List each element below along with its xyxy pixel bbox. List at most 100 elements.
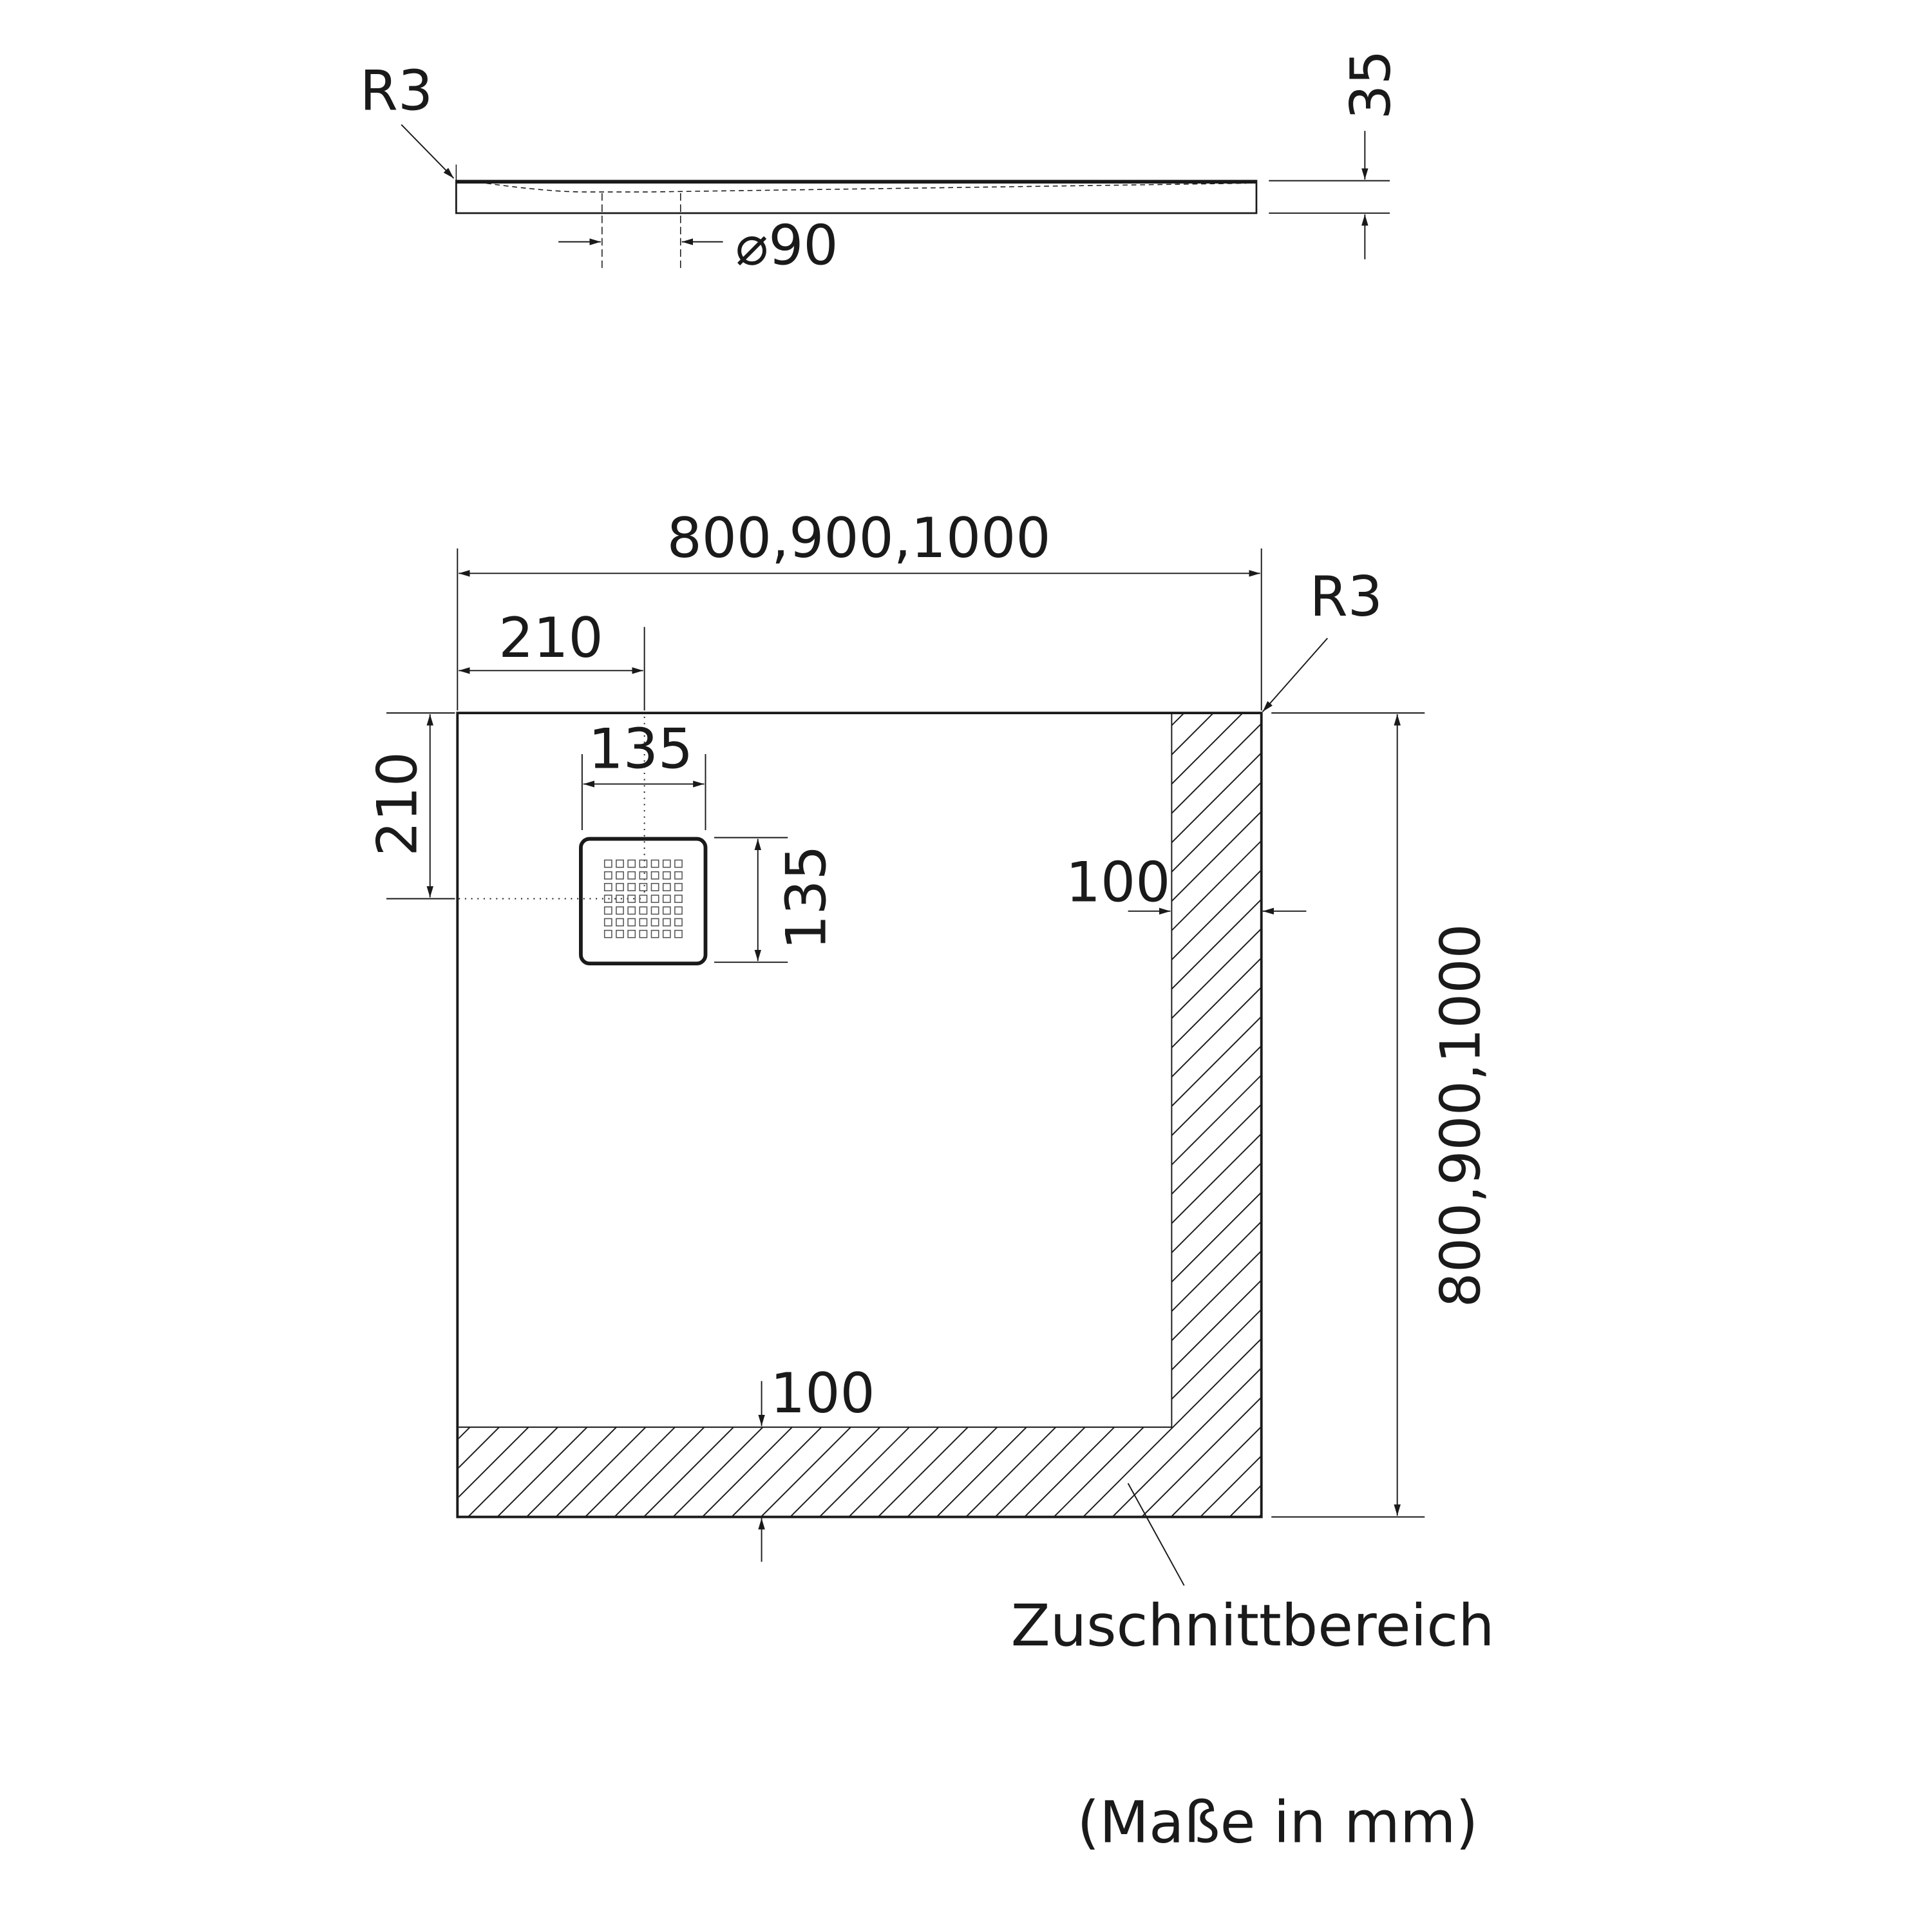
hatch-line bbox=[1067, 713, 1262, 1517]
drain-slot bbox=[650, 859, 659, 868]
drain-slot bbox=[662, 883, 671, 891]
hatch-line bbox=[459, 713, 1262, 1517]
drain-height-label: 135 bbox=[775, 845, 838, 950]
drain-slot bbox=[674, 871, 683, 880]
hatch-line bbox=[1037, 713, 1262, 1517]
hatch-line bbox=[0, 0, 403, 1620]
hatch-line bbox=[459, 713, 551, 1517]
hatch-line bbox=[459, 713, 1262, 1517]
drain-slot bbox=[616, 883, 624, 891]
depth-label: 800,900,1000 bbox=[1429, 923, 1493, 1307]
drain-slot bbox=[603, 871, 612, 880]
drain-slot bbox=[674, 895, 683, 904]
hatch-line bbox=[459, 713, 1262, 1517]
drain-slot bbox=[674, 929, 683, 938]
hatch-line bbox=[459, 713, 1262, 1517]
drain-slot bbox=[662, 871, 671, 880]
cut-bottom-label: 100 bbox=[770, 1362, 875, 1426]
hatch-line bbox=[459, 713, 1262, 1517]
hatch-line bbox=[459, 713, 1195, 1517]
drain-slot bbox=[674, 859, 683, 868]
hatch-line bbox=[459, 713, 1262, 1517]
drain-slot bbox=[639, 871, 648, 880]
drain-slot bbox=[674, 906, 683, 915]
drain-slot bbox=[603, 918, 612, 927]
hatch-line bbox=[459, 713, 1107, 1517]
drain-slot bbox=[616, 859, 624, 868]
drain-slot bbox=[662, 918, 671, 927]
hatch-line bbox=[744, 713, 1262, 1517]
hatch-line bbox=[459, 713, 1253, 1517]
drain-slot bbox=[650, 906, 659, 915]
drain-offset-x-label: 210 bbox=[498, 607, 603, 670]
drain-slot bbox=[674, 883, 683, 891]
hatch-line bbox=[459, 713, 726, 1517]
hatch-line bbox=[1213, 713, 1262, 1517]
hatch-line bbox=[459, 713, 1262, 1517]
hatch-line bbox=[459, 713, 1262, 1517]
drain-diameter-label: ⌀90 bbox=[735, 214, 838, 278]
drain-slot bbox=[616, 929, 624, 938]
drain-slot bbox=[639, 883, 648, 891]
hatch-line bbox=[715, 713, 1262, 1517]
hatch-line bbox=[459, 713, 1262, 1517]
hatch-line bbox=[459, 713, 521, 1517]
hatch-line bbox=[459, 713, 1262, 1517]
hatch-line bbox=[459, 713, 1262, 1517]
cut-area-leader bbox=[1127, 1482, 1185, 1586]
hatch-line bbox=[459, 713, 1048, 1517]
drain-slot bbox=[674, 918, 683, 927]
drain-slot bbox=[650, 929, 659, 938]
drain-slot bbox=[627, 859, 636, 868]
hatch-line bbox=[950, 713, 1262, 1517]
hatch-line bbox=[891, 713, 1262, 1517]
hatch-line bbox=[459, 713, 1262, 1517]
hatch-line bbox=[459, 713, 1262, 1517]
width-label: 800,900,1000 bbox=[667, 507, 1051, 571]
drain-slot bbox=[616, 895, 624, 904]
side-view bbox=[401, 124, 1390, 269]
hatch-line bbox=[803, 713, 1262, 1517]
hatch-line bbox=[459, 713, 638, 1517]
top-radius-label: R3 bbox=[1310, 565, 1383, 629]
drain-slot bbox=[603, 883, 612, 891]
side-height-label: 35 bbox=[1340, 50, 1403, 119]
drain-slot bbox=[639, 918, 648, 927]
hatch-line bbox=[1009, 713, 1262, 1517]
drain-slot bbox=[662, 906, 671, 915]
drain-slot bbox=[650, 895, 659, 904]
hatch-line bbox=[459, 713, 1262, 1517]
drain-slot bbox=[603, 859, 612, 868]
drain-slot bbox=[603, 929, 612, 938]
units-note: (Maße in mm) bbox=[1077, 1789, 1478, 1856]
hatch-line bbox=[1242, 713, 1262, 1517]
slope-line bbox=[486, 182, 1247, 193]
hatch-line bbox=[979, 713, 1262, 1517]
hatch-line bbox=[459, 713, 1077, 1517]
cut-area-label: Zuschnittbereich bbox=[1011, 1592, 1495, 1659]
drain-offset-y-label: 210 bbox=[366, 752, 430, 857]
drain-slot bbox=[616, 918, 624, 927]
drain-slot bbox=[603, 895, 612, 904]
drain-slot bbox=[627, 929, 636, 938]
drain-slot bbox=[650, 918, 659, 927]
drain-slot bbox=[639, 906, 648, 915]
drain-slot bbox=[639, 895, 648, 904]
hatch-line bbox=[920, 713, 1262, 1517]
drain-slot bbox=[662, 929, 671, 938]
drain-slot bbox=[616, 906, 624, 915]
hatch-line bbox=[459, 713, 609, 1517]
hatch-line bbox=[459, 713, 1136, 1517]
hatch-line bbox=[510, 713, 1262, 1517]
hatch-line bbox=[459, 713, 1224, 1517]
drain-slot bbox=[627, 906, 636, 915]
hatch-line bbox=[1184, 713, 1262, 1517]
cut-area-hatching bbox=[0, 0, 1262, 1620]
drain-slot bbox=[603, 906, 612, 915]
top-view bbox=[0, 0, 1425, 1620]
drain-slot bbox=[616, 871, 624, 880]
hatch-line bbox=[0, 0, 374, 1620]
drain-slot bbox=[639, 859, 648, 868]
drain-slot bbox=[627, 883, 636, 891]
